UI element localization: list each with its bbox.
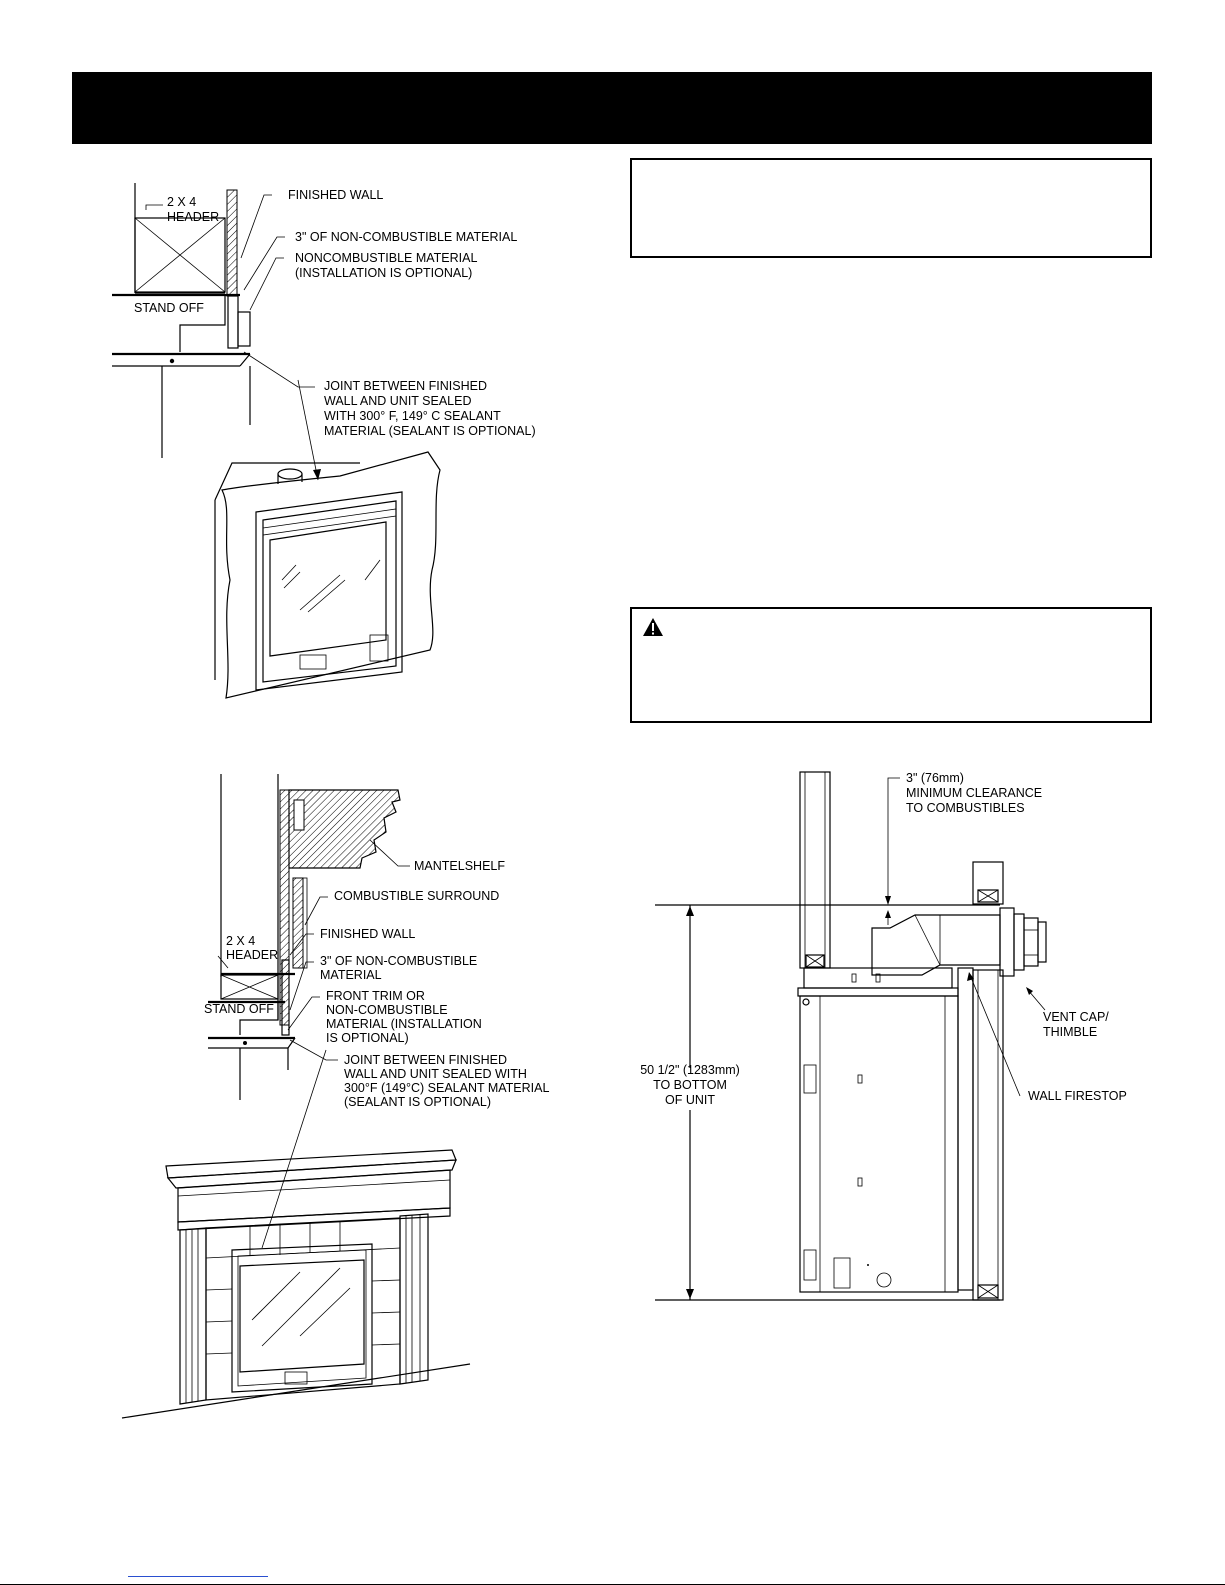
label-clearance-2: MINIMUM CLEARANCE xyxy=(906,786,1042,800)
figure-bottom-left: MANTELSHELF COMBUSTIBLE SURROUND FINISHE… xyxy=(121,774,549,1419)
label-height-1: 50 1/2" (1283mm) xyxy=(640,1063,740,1077)
section-header-bar xyxy=(72,72,1152,144)
label-stand-off-bottom: STAND OFF xyxy=(204,1002,274,1016)
label-joint-4: MATERIAL (SEALANT IS OPTIONAL) xyxy=(324,424,536,438)
label-mantelshelf: MANTELSHELF xyxy=(414,859,505,873)
fireplace-illustration-top xyxy=(214,451,441,699)
label-noncombustible-1-bottom: 3" OF NON-COMBUSTIBLE xyxy=(320,954,477,968)
label-header-2x4-bottom: 2 X 4 xyxy=(226,934,255,948)
label-header-2x4: 2 X 4 xyxy=(167,195,196,209)
label-noncombustible-2: (INSTALLATION IS OPTIONAL) xyxy=(295,266,472,280)
label-height-2: TO BOTTOM xyxy=(653,1078,727,1092)
label-joint-2-bottom: WALL AND UNIT SEALED WITH xyxy=(344,1067,527,1081)
label-clearance-1: 3" (76mm) xyxy=(906,771,964,785)
label-noncombustible-2-bottom: MATERIAL xyxy=(320,968,382,982)
mantel-fireplace-illustration xyxy=(121,1149,471,1419)
footer-link-underline[interactable] xyxy=(128,1576,268,1577)
label-joint-1: JOINT BETWEEN FINISHED xyxy=(324,379,487,393)
label-combustible-surround: COMBUSTIBLE SURROUND xyxy=(334,889,499,903)
mantelshelf-shape xyxy=(288,789,401,869)
label-joint-1-bottom: JOINT BETWEEN FINISHED xyxy=(344,1053,507,1067)
label-stand-off: STAND OFF xyxy=(134,301,204,315)
label-joint-3-bottom: 300°F (149°C) SEALANT MATERIAL xyxy=(344,1081,549,1095)
warning-triangle-icon xyxy=(643,618,663,636)
label-joint-3: WITH 300° F, 149° C SEALANT xyxy=(324,409,501,423)
label-header: HEADER xyxy=(167,210,219,224)
header-block xyxy=(134,217,226,293)
label-noncombustible-1: NONCOMBUSTIBLE MATERIAL xyxy=(295,251,477,265)
warning-box xyxy=(630,607,1152,723)
note-box xyxy=(630,158,1152,258)
label-joint-2: WALL AND UNIT SEALED xyxy=(324,394,472,408)
label-clearance-3: TO COMBUSTIBLES xyxy=(906,801,1025,815)
label-finished-wall: FINISHED WALL xyxy=(288,188,383,202)
label-front-trim-4: IS OPTIONAL) xyxy=(326,1031,409,1045)
label-front-trim-2: NON-COMBUSTIBLE xyxy=(326,1003,448,1017)
label-height-3: OF UNIT xyxy=(665,1093,715,1107)
label-header-bottom: HEADER xyxy=(226,948,278,962)
figure-right: 3" (76mm) MINIMUM CLEARANCE TO COMBUSTIB… xyxy=(640,771,1127,1301)
label-wall-firestop: WALL FIRESTOP xyxy=(1028,1089,1127,1103)
label-vent-cap-1: VENT CAP/ xyxy=(1043,1010,1109,1024)
label-joint-4-bottom: (SEALANT IS OPTIONAL) xyxy=(344,1095,491,1109)
label-front-trim-1: FRONT TRIM OR xyxy=(326,989,425,1003)
label-vent-cap-2: THIMBLE xyxy=(1043,1025,1097,1039)
label-finished-wall-bottom: FINISHED WALL xyxy=(320,927,415,941)
label-3in-noncombustible: 3" OF NON-COMBUSTIBLE MATERIAL xyxy=(295,230,517,244)
label-front-trim-3: MATERIAL (INSTALLATION xyxy=(326,1017,482,1031)
figure-top-left: 2 X 4 HEADER FINISHED WALL 3" OF NON-COM… xyxy=(112,183,536,699)
